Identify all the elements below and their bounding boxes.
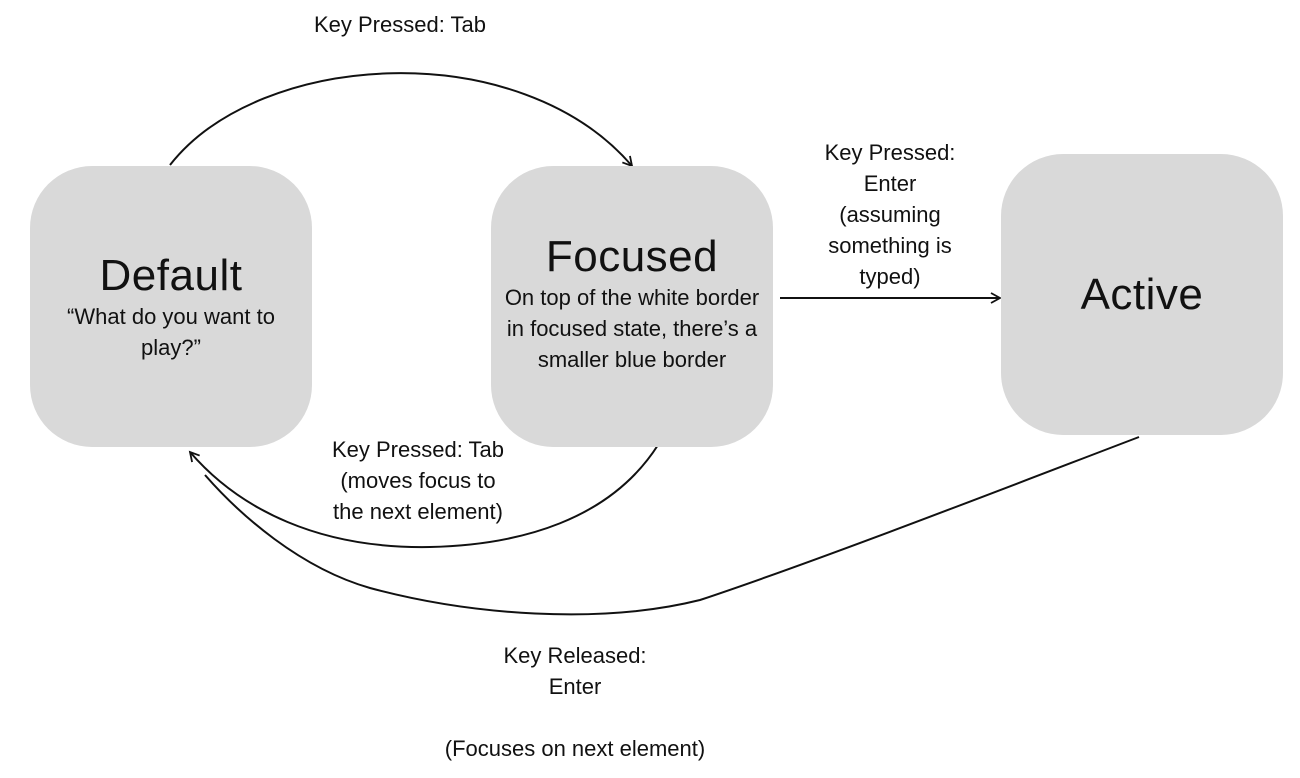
state-focused-node: Focused On top of the white border in fo… xyxy=(491,166,773,447)
state-active-title: Active xyxy=(1080,269,1204,319)
transition-label-enter-release: Key Released: Enter (Focuses on next ele… xyxy=(420,640,730,764)
state-active-node: Active xyxy=(1001,154,1283,435)
transition-label-line: (moves focus to xyxy=(340,468,496,493)
transition-label-tab-forward: Key Pressed: Tab xyxy=(240,9,560,40)
arrow-default-to-focused xyxy=(169,72,634,168)
transition-label-spacer xyxy=(420,702,730,733)
transition-label-line: (assuming xyxy=(839,202,941,227)
state-default-title: Default xyxy=(99,250,243,300)
transition-label-line: the next element) xyxy=(333,499,503,524)
state-focused-description: On top of the white border in focused st… xyxy=(504,285,760,372)
transition-label-line: something is xyxy=(828,233,952,258)
transition-label-line: Key Released: xyxy=(503,643,647,668)
transition-label-line: typed) xyxy=(859,264,921,289)
arrow-focused-to-default xyxy=(188,444,659,549)
transition-label-line: Enter xyxy=(863,171,917,196)
transition-label-tab-back: Key Pressed: Tab (moves focus to the nex… xyxy=(298,434,538,527)
state-default-description: “What do you want to play?” xyxy=(67,303,275,360)
state-default-node: Default “What do you want to play?” xyxy=(30,166,312,447)
arrow-active-to-default xyxy=(204,436,1140,616)
transition-label-line: (Focuses on next element) xyxy=(444,736,706,761)
transition-label-enter: Key Pressed: Enter (assuming something i… xyxy=(790,137,990,292)
transition-label-line: Enter xyxy=(548,674,602,699)
transition-label-line: Key Pressed: Tab xyxy=(313,12,487,37)
state-focused-title: Focused xyxy=(545,232,719,281)
transition-label-line: Key Pressed: Tab xyxy=(331,437,505,462)
transition-label-line: Key Pressed: xyxy=(824,140,956,165)
